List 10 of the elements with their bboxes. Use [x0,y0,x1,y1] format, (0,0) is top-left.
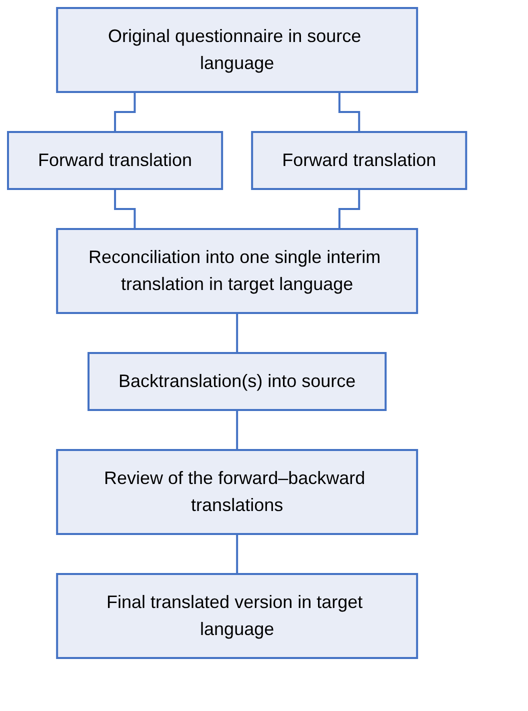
node-box: Backtranslation(s) into source [88,352,387,411]
node-box: Final translated version in target language [56,573,418,659]
node-box: Forward translation [7,131,224,190]
connector [236,533,238,575]
node-box: Reconciliation into one single interim translation in target language [56,228,418,314]
connector [236,312,238,354]
connector [236,409,238,451]
node-box: Review of the forward–backward translations [56,449,418,535]
node-box: Forward translation [251,131,468,190]
node-box: Original questionnaire in source language [56,7,418,93]
